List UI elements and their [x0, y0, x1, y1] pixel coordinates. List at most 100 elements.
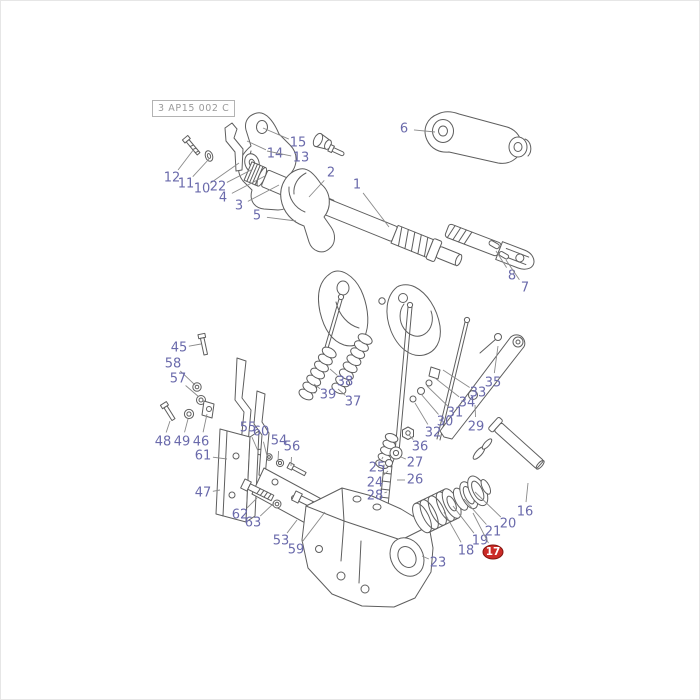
part-label-46: 46 — [193, 435, 210, 450]
washer-11 — [204, 150, 214, 162]
part-label-25: 25 — [369, 461, 386, 476]
part-label-8: 8 — [508, 269, 516, 284]
leader-line-25 — [381, 456, 384, 460]
part-label-38: 38 — [337, 375, 354, 390]
washer-49 — [183, 408, 195, 420]
leader-line-55 — [251, 436, 259, 452]
part-label-36: 36 — [412, 440, 429, 455]
part-label-2: 2 — [327, 166, 335, 181]
part-label-3: 3 — [235, 199, 243, 214]
part-label-23: 23 — [430, 556, 447, 571]
part-label-19: 19 — [472, 534, 489, 549]
part-label-16: 16 — [517, 505, 534, 520]
control-arm-part — [439, 333, 526, 440]
part-label-48: 48 — [155, 435, 172, 450]
leader-line-13 — [266, 150, 292, 157]
part-label-14: 14 — [267, 147, 284, 162]
part-label-1: 1 — [353, 178, 361, 193]
leader-line-2 — [308, 180, 325, 198]
part-label-5: 5 — [253, 209, 261, 224]
leader-line-39 — [313, 383, 321, 390]
quadrant-plate-part — [386, 284, 441, 357]
part-label-13: 13 — [293, 151, 310, 166]
fastener-54 — [275, 458, 285, 468]
part-label-58: 58 — [165, 357, 182, 372]
leader-line-4 — [231, 175, 266, 194]
leader-line-1 — [362, 192, 390, 228]
latch-10 — [224, 122, 244, 172]
part-label-17: 17 — [486, 546, 501, 558]
clevis-pin-part — [472, 417, 545, 470]
spring-37-38-39 — [298, 333, 373, 401]
leader-line-31 — [426, 385, 449, 407]
part-label-60: 60 — [253, 425, 270, 440]
leader-line-23 — [421, 555, 430, 560]
leader-line-19 — [452, 505, 475, 534]
part-label-7: 7 — [521, 281, 529, 296]
bolt-56 — [286, 461, 307, 477]
leader-line-16 — [525, 482, 529, 503]
leader-line-18 — [443, 511, 462, 543]
leader-line-7 — [505, 259, 520, 280]
part-label-56: 56 — [284, 440, 301, 455]
top-link-part — [424, 111, 532, 164]
part-label-47: 47 — [195, 486, 212, 501]
leader-line-21 — [463, 498, 487, 525]
leader-line-47 — [212, 489, 221, 492]
leader-line-35 — [493, 345, 499, 374]
leader-line-58 — [179, 370, 196, 386]
part-label-54: 54 — [271, 434, 288, 449]
part-label-57: 57 — [170, 372, 187, 387]
part-label-53: 53 — [273, 534, 290, 549]
pin-8 — [488, 240, 500, 250]
bolt-12 — [181, 134, 201, 156]
leader-line-49 — [184, 418, 189, 433]
leader-line-11 — [192, 158, 210, 177]
leader-line-53 — [286, 519, 298, 534]
pin-7 — [498, 251, 510, 260]
part-label-6: 6 — [400, 122, 408, 137]
leader-line-61 — [212, 456, 228, 460]
top-left-fasteners — [181, 122, 260, 173]
part-label-49: 49 — [174, 435, 191, 450]
part-label-37: 37 — [345, 395, 362, 410]
lift-rod-part — [444, 223, 535, 270]
leader-line-15 — [262, 127, 289, 140]
part-label-21: 21 — [485, 525, 502, 540]
leader-line-33 — [442, 369, 470, 388]
bolt-62 — [240, 478, 275, 502]
part-label-18: 18 — [458, 544, 475, 559]
leader-line-20 — [474, 491, 502, 518]
part-label-63: 63 — [245, 516, 262, 531]
leader-line-59 — [301, 511, 326, 543]
drawing-reference: 3 AP15 002 C — [152, 100, 236, 117]
leader-line-30 — [420, 393, 439, 415]
part-label-33: 33 — [470, 386, 487, 401]
part-label-24: 24 — [367, 476, 384, 491]
leader-line-5 — [266, 216, 297, 222]
leader-line-24 — [382, 470, 389, 477]
leader-line-62 — [246, 497, 258, 509]
part-label-26: 26 — [407, 473, 424, 488]
bolt-48 — [159, 401, 176, 422]
part-label-32: 32 — [425, 426, 442, 441]
part-label-22: 22 — [210, 180, 227, 195]
washer-63 — [272, 499, 282, 509]
leader-line-27 — [400, 456, 406, 460]
leader-line-32 — [414, 402, 429, 425]
part-label-61: 61 — [195, 449, 212, 464]
leader-line-12 — [177, 148, 195, 171]
part-label-28: 28 — [367, 489, 384, 504]
leader-line-22 — [226, 168, 254, 183]
leader-line-6 — [413, 129, 436, 133]
part-label-62: 62 — [232, 508, 249, 523]
leader-line-45 — [188, 343, 202, 347]
leader-line-38 — [329, 368, 338, 376]
part-label-30: 30 — [437, 415, 454, 430]
part-label-59: 59 — [288, 543, 305, 558]
leader-line-29 — [474, 404, 476, 418]
part-label-4: 4 — [219, 191, 227, 206]
